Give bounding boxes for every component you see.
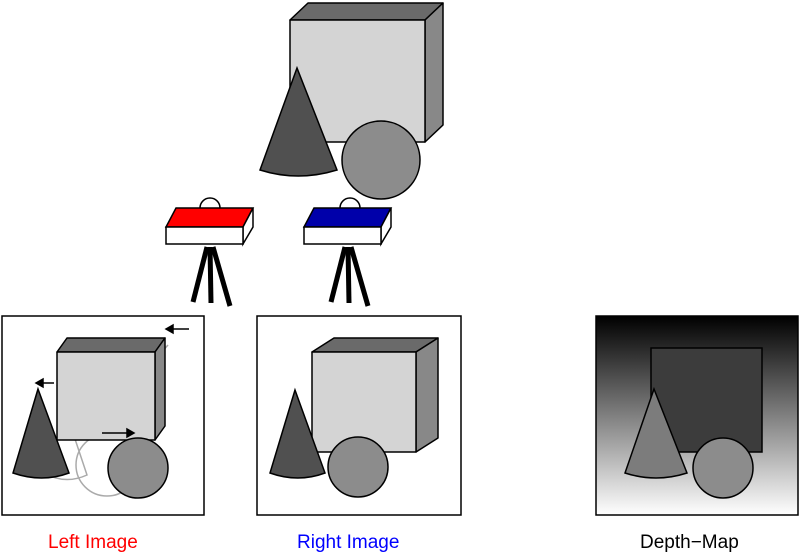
scene-cone [259, 65, 338, 177]
scene-objects [259, 2, 444, 200]
right-cube [311, 337, 439, 453]
depth-cone [624, 386, 688, 479]
depth-map-label: Depth−Map [640, 532, 739, 553]
left-tripod [190, 246, 233, 307]
right-image-label: Right Image [297, 532, 400, 553]
right-camera [302, 197, 393, 307]
right-sphere [327, 436, 389, 498]
left-camera [164, 197, 255, 307]
left-image-panel [1, 315, 205, 516]
left-cone [12, 386, 70, 479]
left-cube [56, 337, 166, 441]
depth-sphere [692, 437, 754, 499]
left-image-label: Left Image [48, 532, 138, 553]
scene-sphere [341, 120, 421, 200]
right-tripod [328, 246, 371, 307]
left-sphere [107, 437, 169, 499]
right-image-panel [256, 315, 462, 516]
right-cone [269, 387, 326, 479]
depth-map-panel [595, 315, 799, 516]
disparity-arrows [34, 323, 189, 439]
